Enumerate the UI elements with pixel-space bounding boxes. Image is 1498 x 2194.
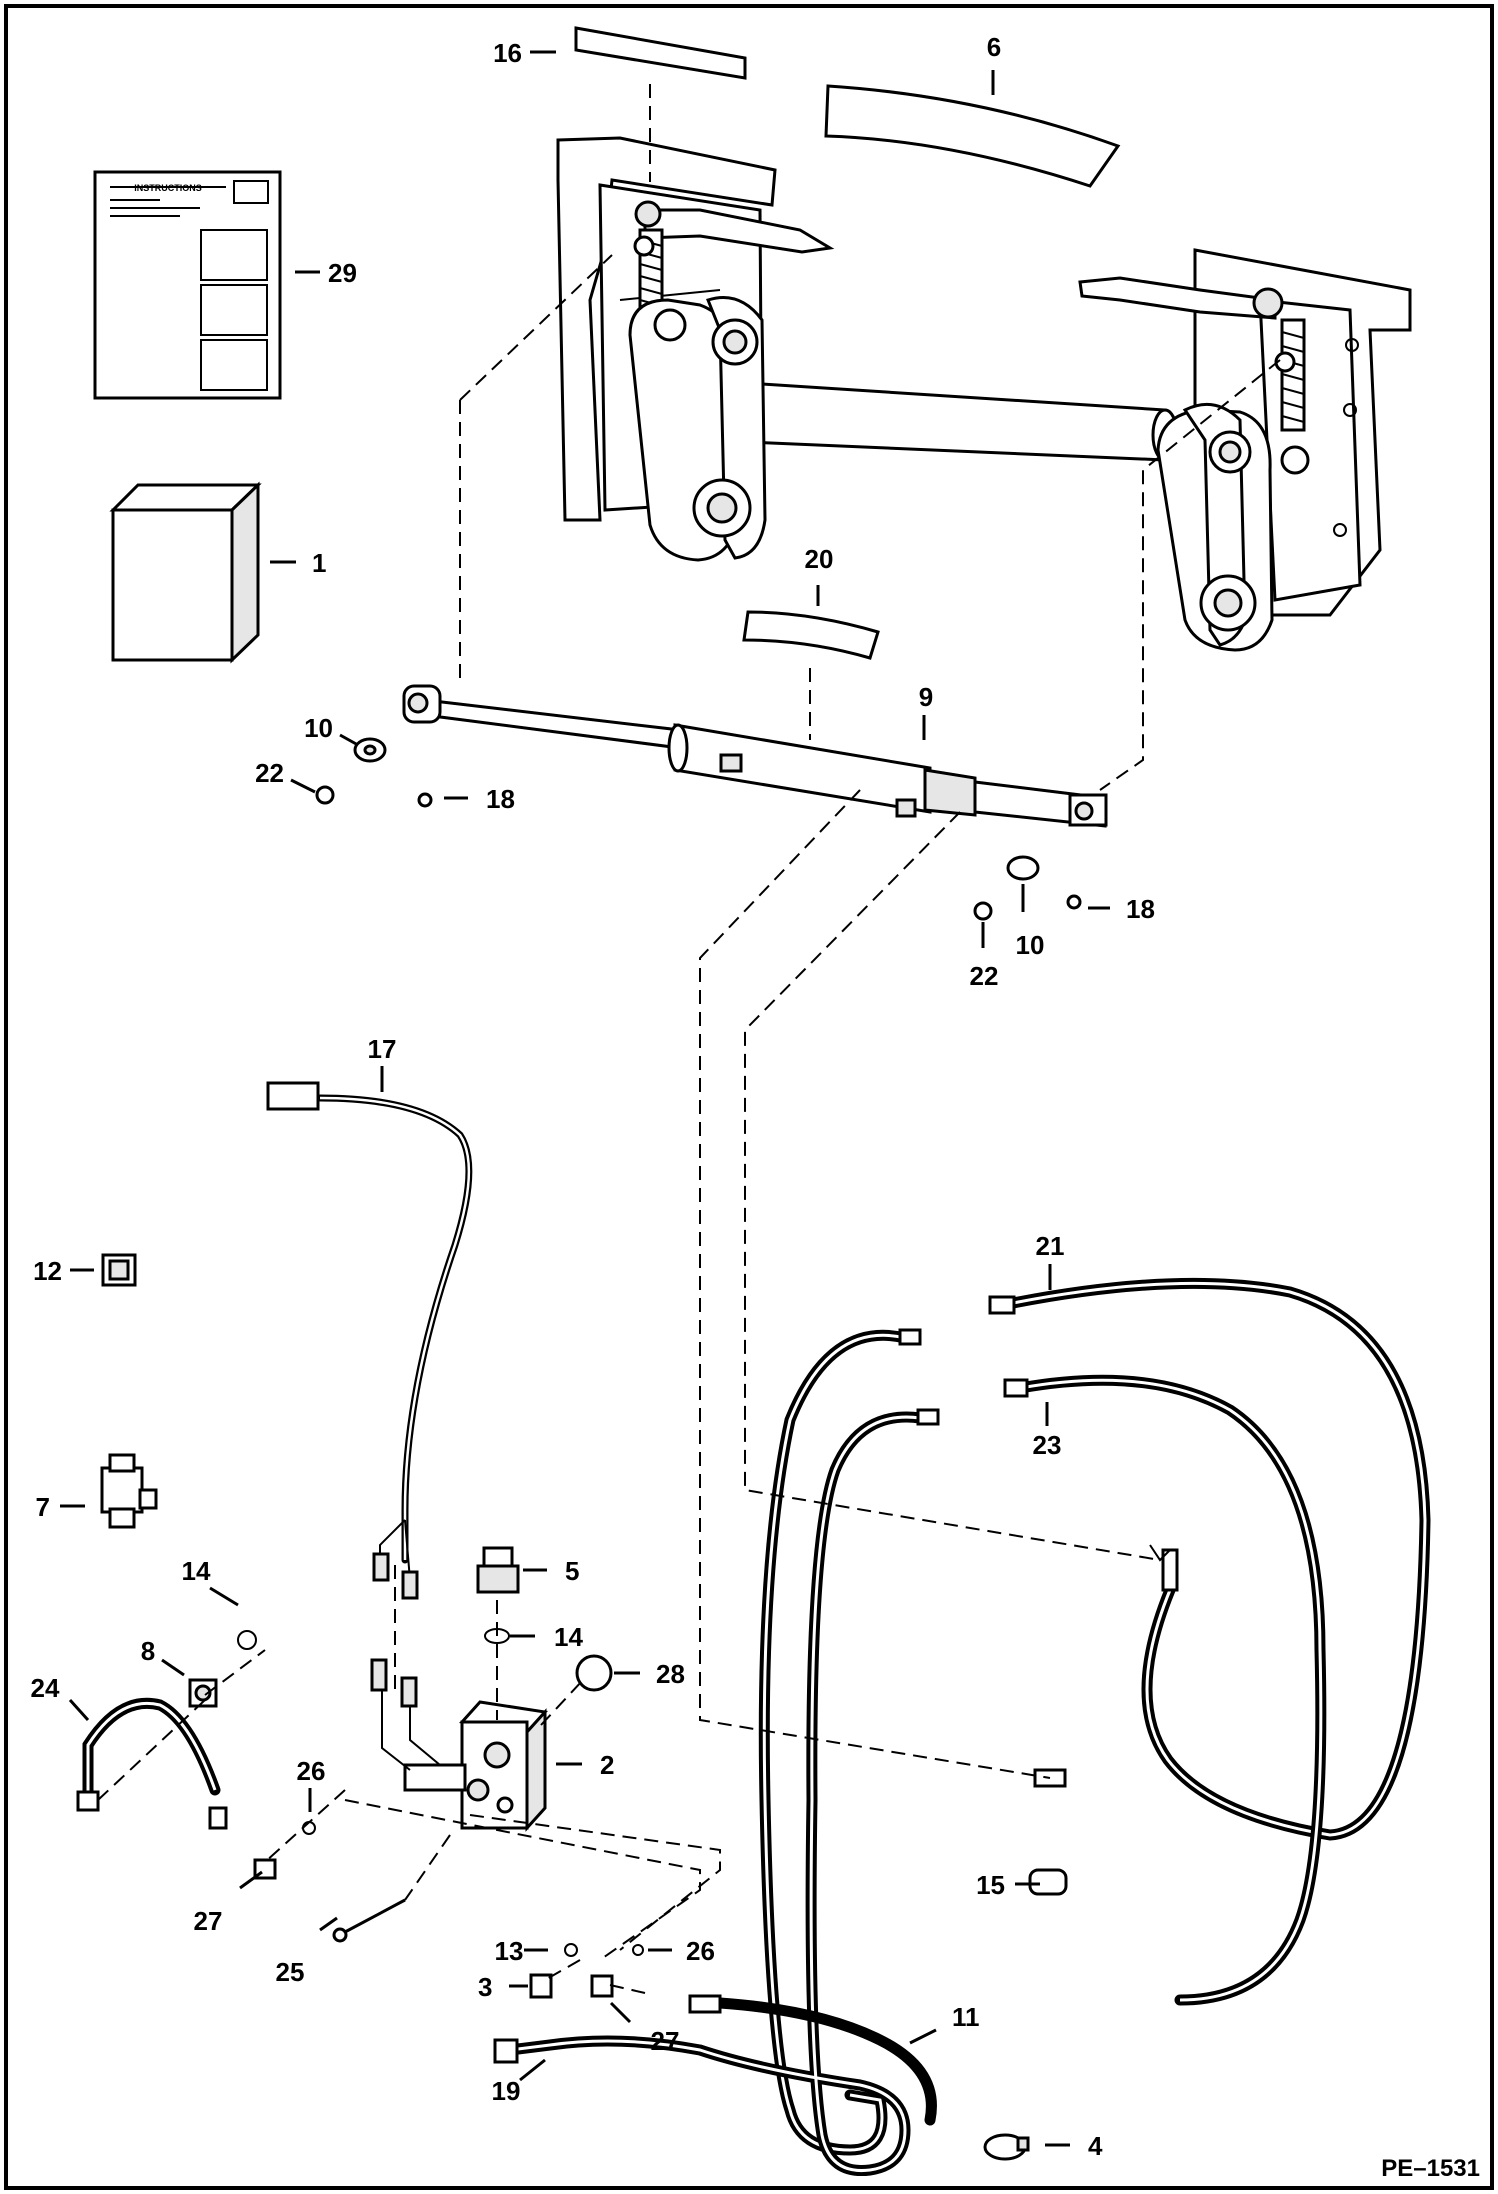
callout-20: 20 <box>805 544 834 574</box>
callout-23: 23 <box>1033 1430 1062 1460</box>
callout-9: 9 <box>919 682 933 712</box>
callout-19: 19 <box>492 2076 521 2106</box>
callout-14-upper: 14 <box>554 1622 583 1652</box>
part-2-valve <box>370 1658 548 1832</box>
callout-2: 2 <box>600 1750 614 1780</box>
callout-17: 17 <box>368 1034 397 1064</box>
part-14-oring-lower <box>237 1630 257 1650</box>
part-24-hose <box>76 1697 228 1830</box>
callout-16: 16 <box>493 38 522 68</box>
callout-5: 5 <box>565 1556 579 1586</box>
quick-tach-frame <box>556 136 1412 652</box>
callout-29: 29 <box>328 258 357 288</box>
part-26-27-left <box>253 1821 316 1880</box>
callout-26-upper: 26 <box>297 1756 326 1786</box>
part-9-cylinder <box>402 684 1108 828</box>
callout-27-left: 27 <box>194 1906 223 1936</box>
callout-3: 3 <box>478 1972 492 2002</box>
part-7-fitting <box>100 1453 158 1529</box>
callout-25: 25 <box>276 1957 305 1987</box>
part-25-plug <box>332 1898 406 1943</box>
part-6-cover <box>824 84 1121 188</box>
hose-assembly <box>493 1277 1431 2177</box>
callout-18-right: 18 <box>1126 894 1155 924</box>
callout-28: 28 <box>656 1659 685 1689</box>
callout-12: 12 <box>33 1256 62 1286</box>
callout-8: 8 <box>141 1636 155 1666</box>
part-4-tie <box>983 2133 1030 2161</box>
callout-27-lower: 27 <box>651 2026 680 2056</box>
part-16-decal <box>574 26 747 80</box>
callout-22-right: 22 <box>970 961 999 991</box>
assembly-dashed-lines <box>97 84 1281 1994</box>
part-15-clamp <box>1028 1868 1068 1896</box>
callout-10-right: 10 <box>1016 930 1045 960</box>
callout-6: 6 <box>987 32 1001 62</box>
part-13-3-26-27 <box>529 1943 644 1999</box>
callout-13: 13 <box>495 1936 524 1966</box>
part-29-instruction-sheet: INSTRUCTIONS <box>93 170 282 400</box>
part-20-cover <box>742 610 880 660</box>
drawing-border <box>4 4 1494 2190</box>
drawing-reference-code: PE–1531 <box>1381 2155 1480 2182</box>
callout-4: 4 <box>1088 2131 1103 2161</box>
callout-10-left: 10 <box>304 713 333 743</box>
part-28-oring <box>575 1654 613 1692</box>
callout-11: 11 <box>952 2002 980 2032</box>
instruction-sheet-heading: INSTRUCTIONS <box>134 183 202 193</box>
part-5-fitting <box>476 1546 520 1594</box>
part-1-box <box>109 481 262 664</box>
callout-14-lower: 14 <box>182 1556 211 1586</box>
part-17-harness <box>266 1081 473 1600</box>
part-12-switch <box>101 1253 137 1287</box>
callout-26-lower: 26 <box>686 1936 715 1966</box>
callout-7: 7 <box>36 1492 50 1522</box>
callout-21: 21 <box>1036 1231 1065 1261</box>
callout-22-left: 22 <box>255 758 284 788</box>
callout-1: 1 <box>312 548 326 578</box>
callout-15: 15 <box>976 1870 1005 1900</box>
hardware-cylinder-right <box>973 855 1082 921</box>
callout-leaders <box>60 50 1110 2147</box>
hardware-cylinder-left <box>315 737 433 808</box>
callout-labels: 16 6 29 1 20 9 10 22 18 18 10 22 17 12 2… <box>31 32 1480 2182</box>
callout-24: 24 <box>31 1673 60 1703</box>
callout-18-left: 18 <box>486 784 515 814</box>
